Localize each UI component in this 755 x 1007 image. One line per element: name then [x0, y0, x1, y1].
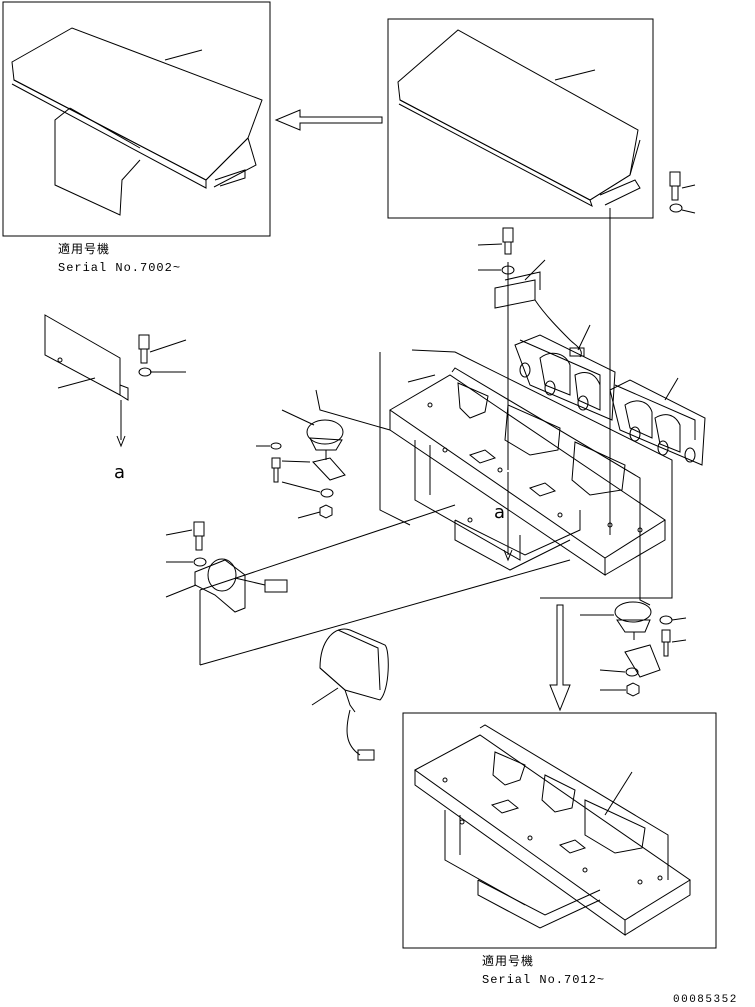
applicable-label-later: 適用号機: [482, 953, 534, 969]
buzzer-left: [256, 409, 346, 519]
inset-cover-current: [274, 18, 654, 219]
cover-current-part: [397, 29, 641, 208]
buzzer-right: [580, 601, 687, 697]
inset-cover-early: [2, 1, 271, 237]
serial-label-later: Serial No.7012~: [482, 973, 605, 987]
inset-bracket-later: [402, 712, 717, 949]
relay-part: [477, 227, 585, 358]
cover-plate-part: [44, 314, 187, 448]
bolt-washer-cover: [669, 171, 696, 214]
switch-part-left: [165, 521, 288, 613]
detail-marker-a: a: [114, 462, 125, 483]
applicable-label-early: 適用号機: [58, 241, 110, 257]
arrow-down-icon: [549, 604, 571, 712]
arrow-left-icon: [274, 109, 383, 131]
main-bracket: a: [389, 367, 666, 576]
cover-early-part: [11, 27, 263, 216]
detail-marker-a-target: a: [494, 502, 505, 523]
leader-lines: [199, 208, 673, 666]
bracket-later-part: [414, 724, 691, 936]
meter-cluster: [514, 324, 706, 466]
drawing-code: 00085352: [673, 994, 738, 1006]
lamp-part: [311, 628, 389, 761]
serial-label-early: Serial No.7002~: [58, 261, 181, 275]
